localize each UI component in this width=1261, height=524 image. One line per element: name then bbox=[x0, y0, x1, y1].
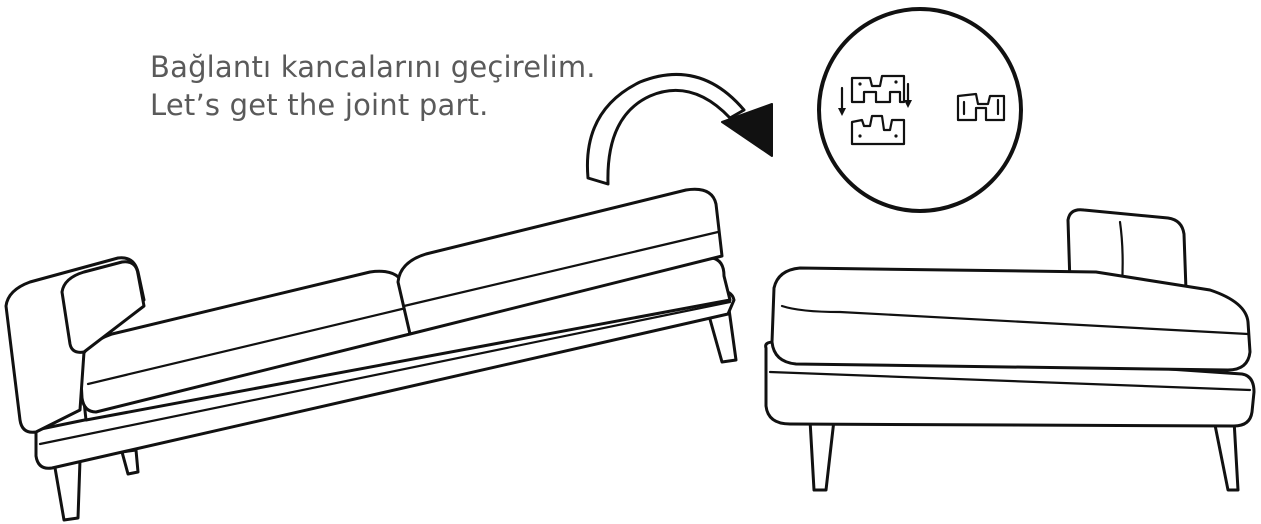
curved-arrow-icon bbox=[587, 74, 772, 184]
sofa-left-leg-back-icon bbox=[122, 450, 138, 474]
detail-circle bbox=[819, 9, 1021, 211]
joint-hook-detail-icon bbox=[819, 9, 1021, 211]
sofa-left-leg-front-icon bbox=[54, 460, 80, 520]
sofa-right-leg-left-icon bbox=[810, 420, 834, 490]
sofa-right-icon bbox=[766, 210, 1254, 490]
sofa-left-icon bbox=[6, 189, 736, 520]
sofa-right-leg-right-icon bbox=[1214, 420, 1238, 490]
